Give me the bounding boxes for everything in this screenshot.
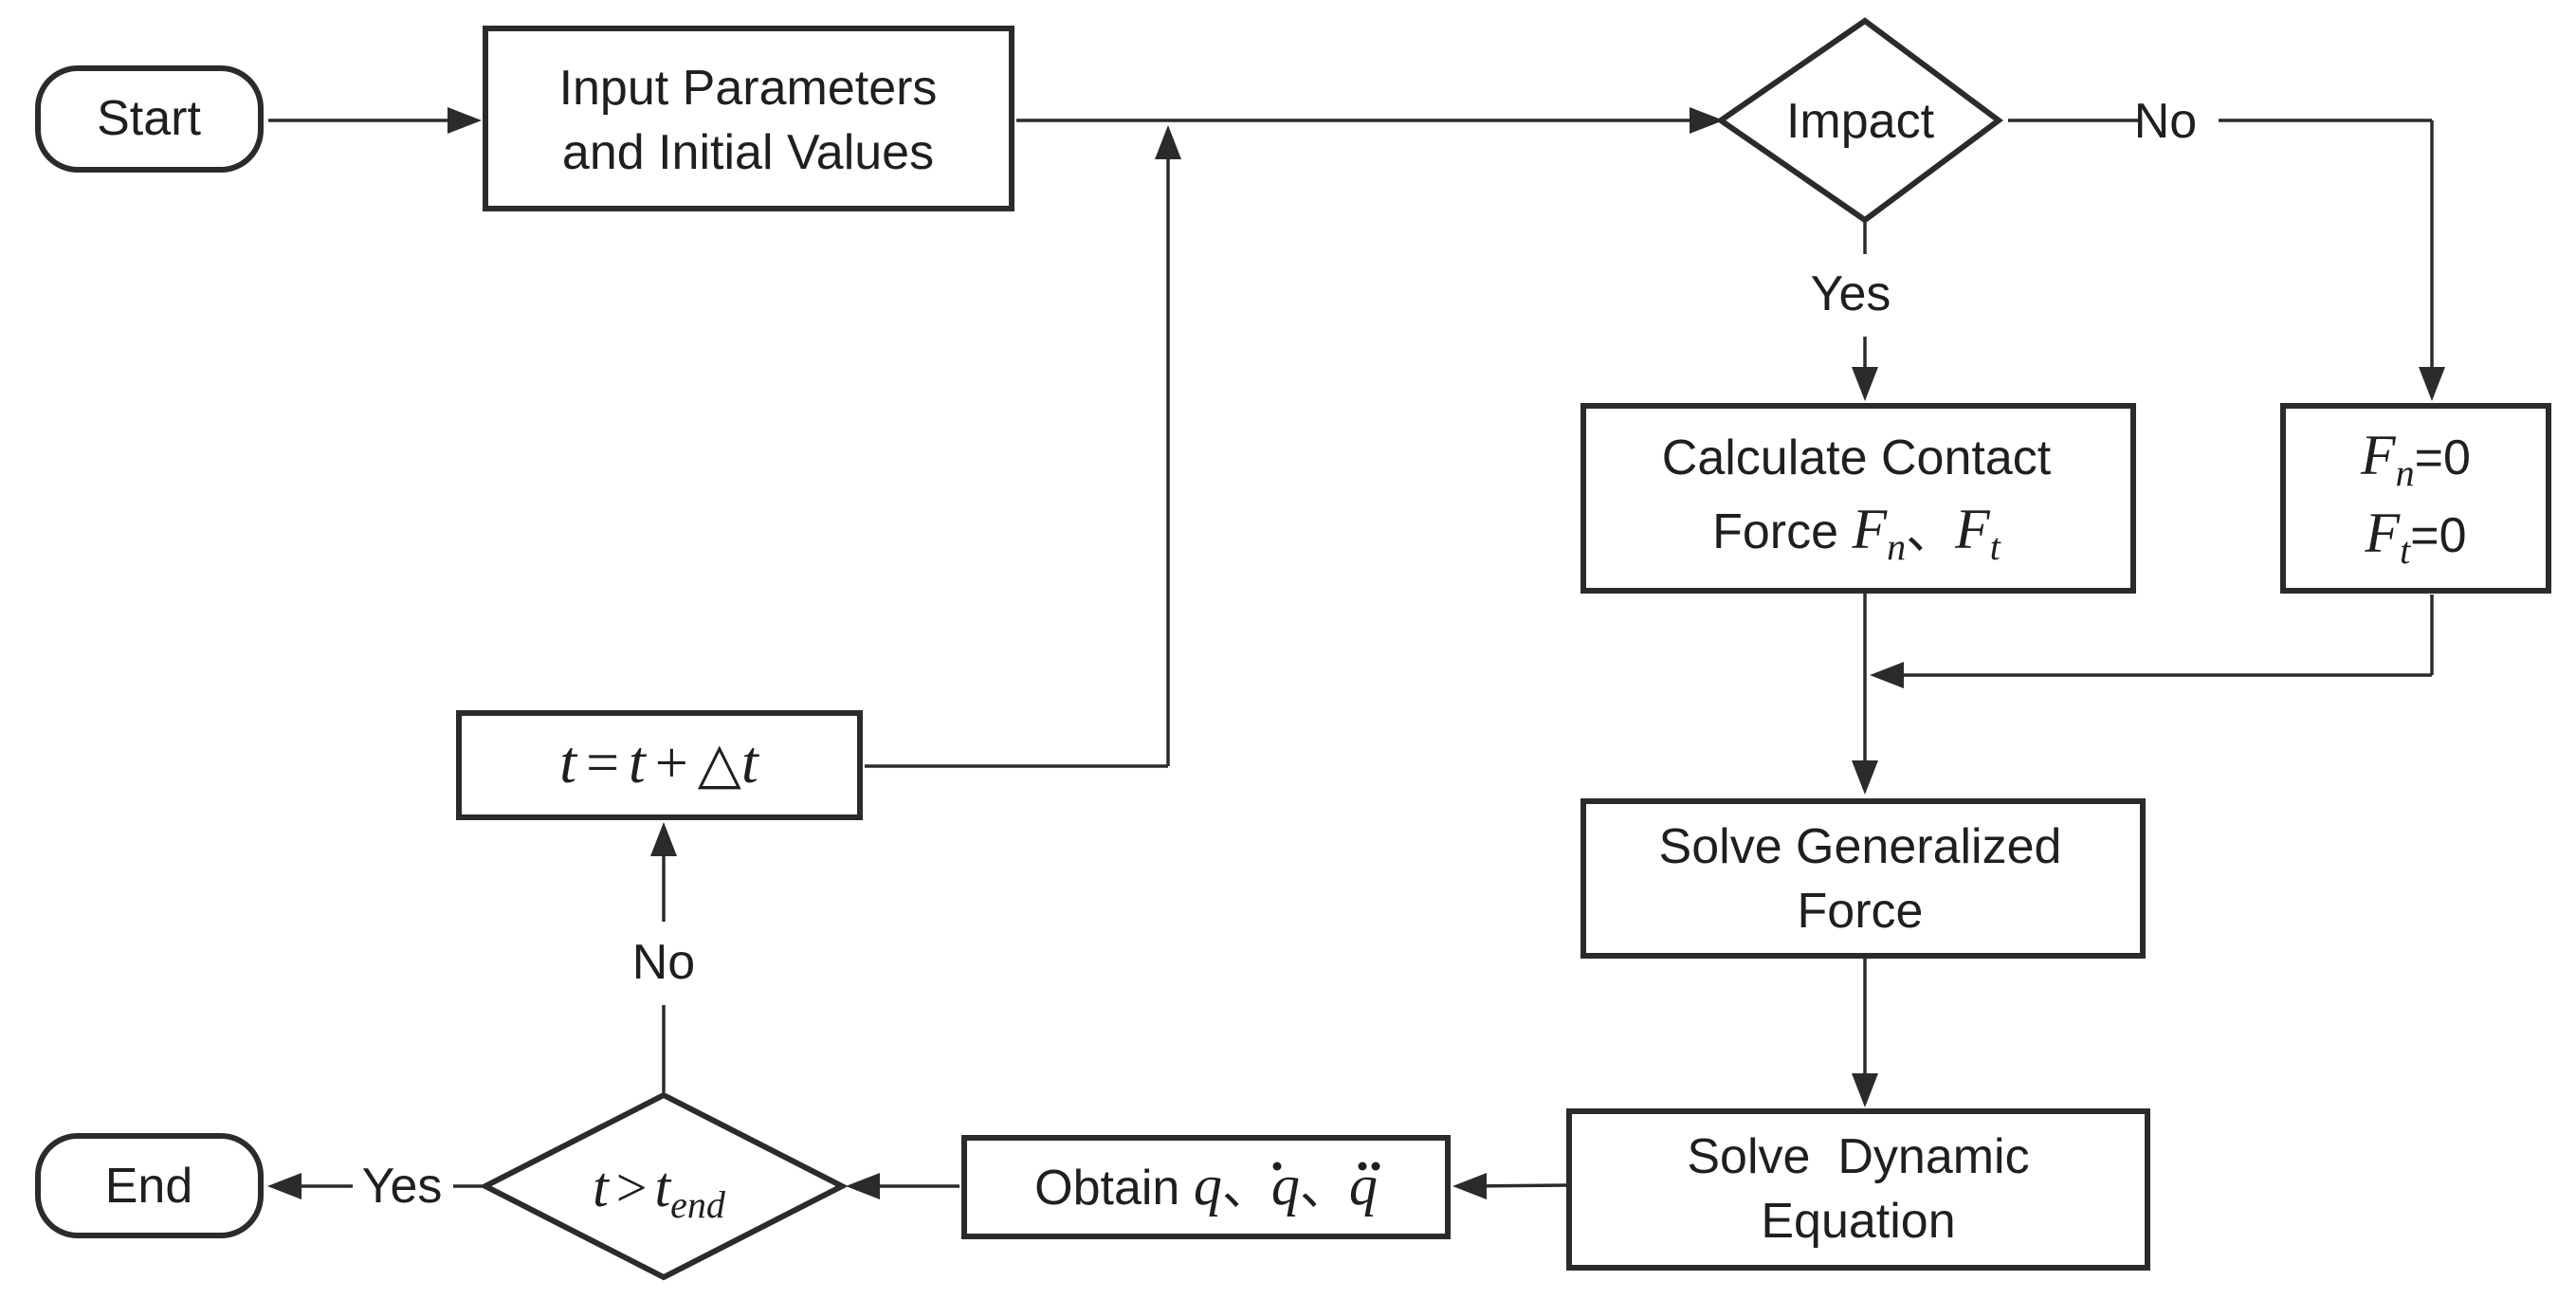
cond-yes-label: Yes bbox=[362, 1159, 443, 1214]
obtain-label: Obtain q、q、q bbox=[1034, 1154, 1378, 1217]
end-label: End bbox=[105, 1159, 193, 1214]
q-ddot-mark-1 bbox=[1358, 1162, 1367, 1171]
calc-label-line1: Calculate Contact bbox=[1662, 430, 2052, 485]
arrowhead bbox=[448, 107, 482, 134]
arrowhead bbox=[1690, 107, 1724, 134]
calculate-contact-force-node: Calculate Contact Force Fn、Ft bbox=[1580, 403, 2136, 594]
input-label-line2: and Initial Values bbox=[562, 125, 934, 180]
arrowhead bbox=[1155, 125, 1181, 159]
time-update-node: t=t+△t bbox=[456, 710, 863, 820]
arrowhead bbox=[846, 1173, 880, 1199]
arrowhead bbox=[1452, 1173, 1487, 1199]
impact-decision: Impact bbox=[1715, 17, 2004, 224]
start-label: Start bbox=[97, 91, 201, 146]
q-ddot-mark-2 bbox=[1371, 1162, 1380, 1171]
input-parameters-node: Input Parameters and Initial Values bbox=[483, 26, 1014, 211]
arrowhead bbox=[1852, 367, 1878, 401]
time-update-label: t=t+△t bbox=[559, 728, 760, 796]
fn-zero-label: Fn=0 bbox=[2360, 424, 2471, 494]
arrowhead bbox=[650, 822, 677, 856]
cond-no-label: No bbox=[632, 935, 695, 990]
solve-dynamic-equation-node: Solve Dynamic Equation bbox=[1566, 1108, 2150, 1271]
solve-generalized-force-node: Solve Generalized Force bbox=[1580, 798, 2146, 959]
calc-label-line2: Force Fn、Ft bbox=[1712, 498, 2001, 568]
q-dot-mark bbox=[1272, 1162, 1282, 1171]
time-condition-label: t>tend bbox=[593, 1156, 726, 1226]
zero-force-node: Fn=0 Ft=0 bbox=[2280, 403, 2551, 594]
time-condition-decision: t>tend bbox=[479, 1091, 849, 1281]
arrowhead bbox=[1852, 1073, 1878, 1107]
start-node: Start bbox=[35, 65, 264, 173]
solve-dyn-label-line2: Equation bbox=[1761, 1194, 1955, 1249]
ft-zero-label: Ft=0 bbox=[2364, 502, 2466, 572]
arrowhead bbox=[2419, 367, 2445, 401]
solve-dyn-label-line1: Solve Dynamic bbox=[1687, 1129, 2029, 1184]
solve-force-label-line1: Solve Generalized bbox=[1659, 819, 2062, 874]
arrowhead bbox=[267, 1173, 301, 1199]
impact-no-label: No bbox=[2134, 94, 2197, 149]
solve-force-label-line2: Force bbox=[1798, 884, 1924, 939]
impact-label: Impact bbox=[1786, 94, 1935, 149]
connectors bbox=[267, 107, 2445, 1199]
arrowhead bbox=[1852, 760, 1878, 795]
impact-yes-label: Yes bbox=[1811, 266, 1891, 321]
obtain-node: Obtain q、q、q bbox=[961, 1135, 1451, 1239]
arrowhead bbox=[1870, 662, 1904, 688]
input-label-line1: Input Parameters bbox=[559, 61, 938, 116]
end-node: End bbox=[35, 1133, 264, 1238]
